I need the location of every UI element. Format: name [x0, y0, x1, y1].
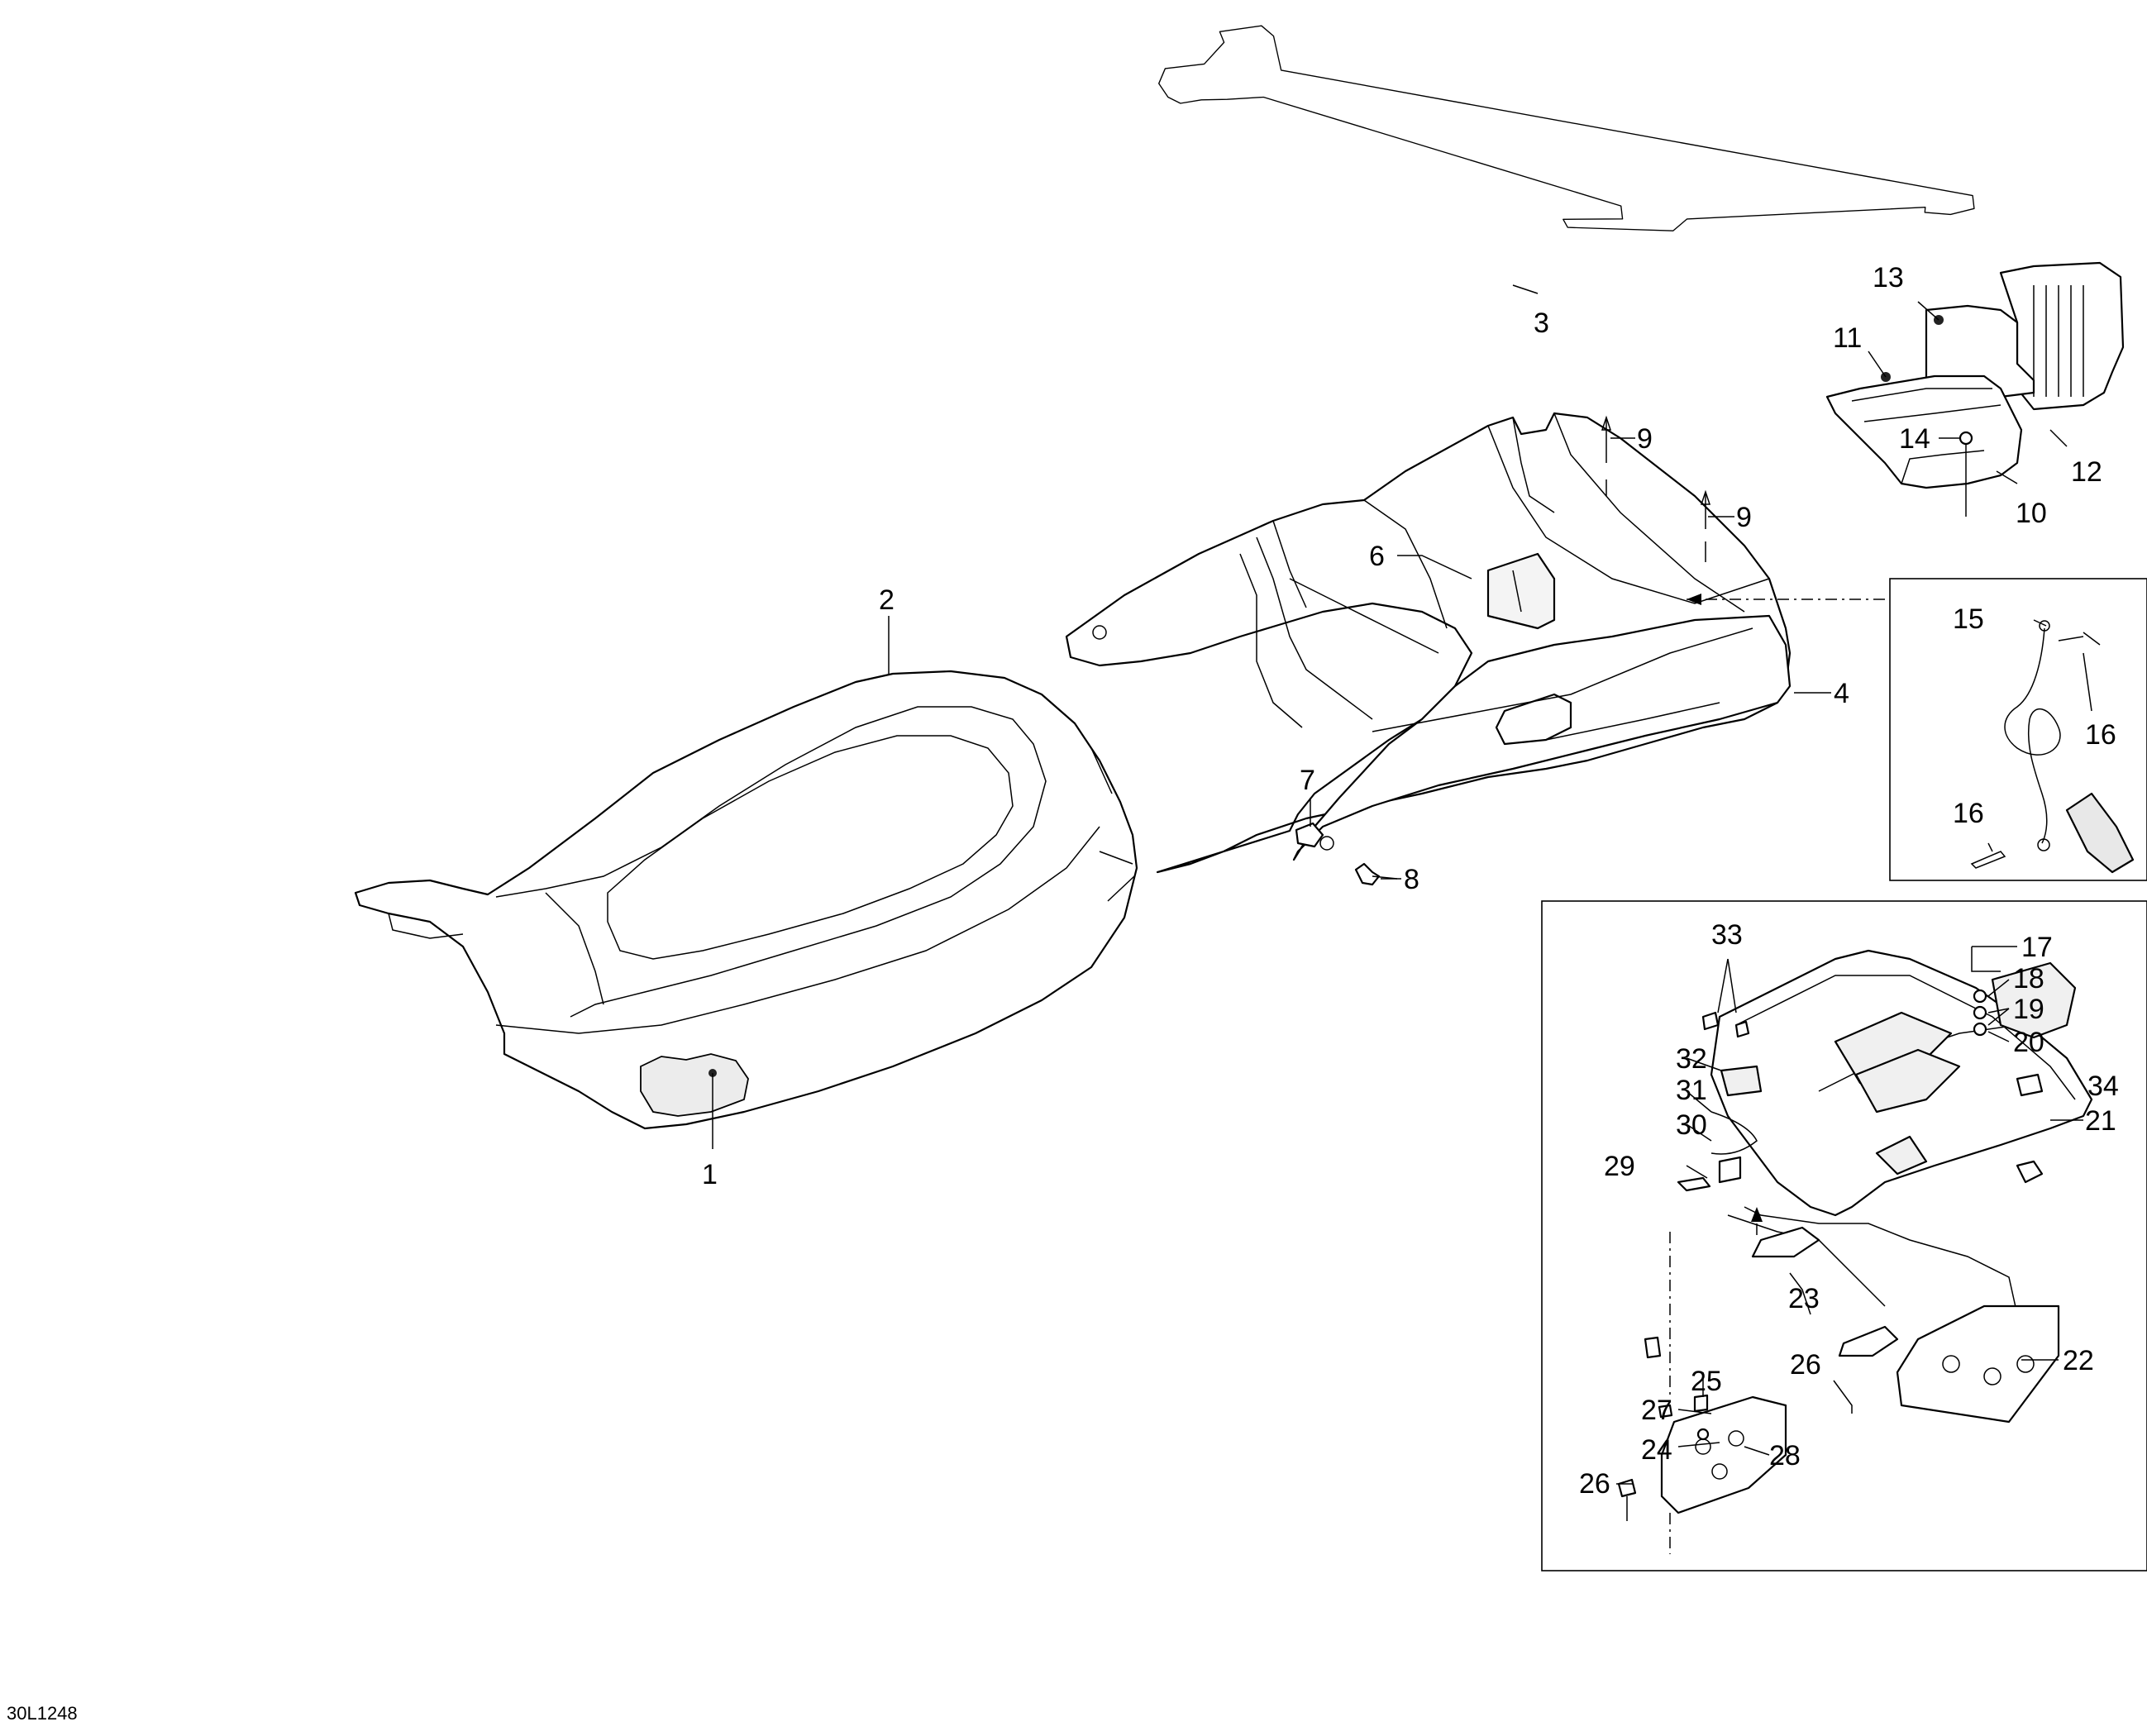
callout-14: 14 — [1899, 423, 1930, 455]
callout-21: 21 — [2085, 1105, 2116, 1137]
callout-9-lower: 9 — [1736, 502, 1752, 533]
parts-17-34-bracket-assembly — [1617, 947, 2093, 1554]
callout-18: 18 — [2013, 963, 2044, 994]
parts-15-16-tether — [1970, 620, 2135, 874]
callout-31: 31 — [1676, 1075, 1707, 1106]
callout-16-upper: 16 — [2085, 719, 2116, 751]
callout-10: 10 — [2016, 498, 2047, 529]
callout-26-left: 26 — [1579, 1468, 1610, 1500]
part-3-mat — [1158, 25, 1975, 231]
callout-22: 22 — [2063, 1345, 2094, 1376]
part-34-bushing — [2016, 1073, 2044, 1097]
callout-7: 7 — [1300, 765, 1315, 796]
callout-1: 1 — [702, 1159, 718, 1190]
callout-30: 30 — [1676, 1109, 1707, 1141]
callout-27: 27 — [1641, 1395, 1672, 1426]
part-6-arrowhead — [1687, 594, 1701, 605]
callout-4: 4 — [1834, 678, 1849, 709]
callout-25: 25 — [1691, 1366, 1722, 1397]
callout-24: 24 — [1641, 1434, 1672, 1466]
callout-26-right: 26 — [1790, 1349, 1821, 1381]
callout-29: 29 — [1604, 1151, 1635, 1182]
callout-8: 8 — [1404, 864, 1419, 895]
callout-3: 3 — [1534, 308, 1549, 339]
callout-9-upper: 9 — [1637, 423, 1653, 455]
inset-tether-box — [1889, 578, 2147, 881]
part-2-seat — [354, 670, 1138, 1130]
callout-15: 15 — [1953, 603, 1984, 635]
callout-6: 6 — [1369, 541, 1385, 572]
callout-32: 32 — [1676, 1043, 1707, 1075]
callout-20: 20 — [2013, 1027, 2044, 1058]
drawing-code: 30L1248 — [7, 1703, 78, 1724]
callout-16-lower: 16 — [1953, 798, 1984, 829]
parts-10-14-bracket — [1825, 261, 2125, 517]
callout-19: 19 — [2013, 994, 2044, 1025]
callout-12: 12 — [2071, 456, 2102, 488]
leader-lines — [712, 284, 2092, 1485]
callout-17: 17 — [2021, 932, 2053, 963]
callout-13: 13 — [1873, 262, 1904, 293]
callout-11: 11 — [1833, 322, 1862, 354]
part-4-rear-body — [1065, 412, 1792, 874]
callout-28: 28 — [1769, 1440, 1801, 1471]
parts-7-8-fasteners — [1295, 822, 1398, 886]
inset-bracket-box — [1541, 900, 2147, 1571]
callout-34: 34 — [2087, 1071, 2119, 1102]
part-9-pins — [1601, 415, 1711, 562]
callout-23: 23 — [1788, 1283, 1820, 1314]
callout-2: 2 — [879, 584, 895, 616]
callouts: 1 2 3 4 6 7 8 9 9 10 11 12 13 14 15 16 1… — [702, 262, 2119, 1500]
callout-33: 33 — [1711, 919, 1743, 951]
